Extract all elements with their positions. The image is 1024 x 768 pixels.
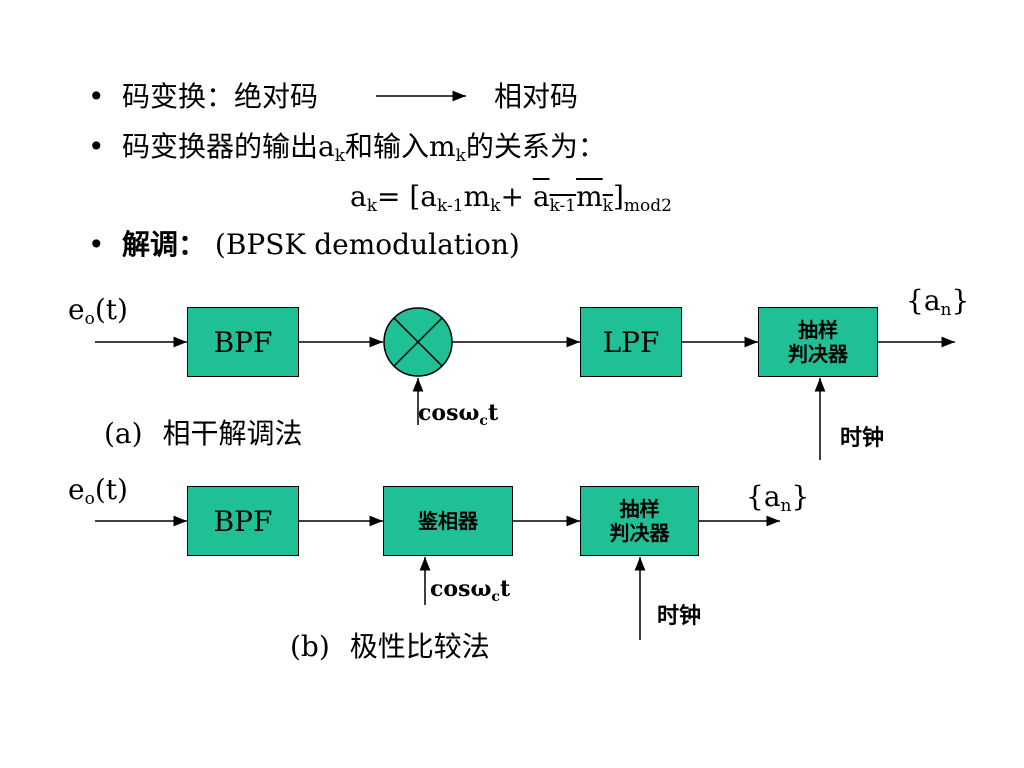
bullet-dot: • xyxy=(88,228,105,261)
a-lpf-block: LPF xyxy=(580,307,682,377)
bullet-relation: •码变换器的输出ak和输入mk的关系为： xyxy=(88,130,606,166)
b-bpf-block: BPF xyxy=(187,486,299,556)
a-output-label: {an} xyxy=(906,284,970,320)
bullet-dot: • xyxy=(88,130,105,163)
formula: ak= [ak-1mk+ ak-1mk]mod2 xyxy=(350,180,672,216)
a-carrier-label: cosωct xyxy=(418,400,499,429)
b-input-label: eo(t) xyxy=(68,473,128,509)
b-caption: (b)极性比较法 xyxy=(290,630,490,663)
negated-a: ak-1 xyxy=(532,180,577,216)
bullet-demodulation: •解调： (BPSK demodulation) xyxy=(88,228,520,261)
bullet-code-conversion: • 码变换：绝对码 xyxy=(88,80,318,114)
bullet-text: 码变换：绝对码 xyxy=(122,80,319,113)
negated-m: mk xyxy=(576,180,613,216)
b-phase-detector-block: 鉴相器 xyxy=(383,486,513,556)
b-output-label: {an} xyxy=(746,480,810,516)
a-sampling-decider-block: 抽样 判决器 xyxy=(758,307,878,377)
bullet-dot: • xyxy=(88,80,105,113)
relative-code-label: 相对码 xyxy=(494,80,579,113)
b-clock-label: 时钟 xyxy=(657,604,702,629)
b-carrier-label: cosωct xyxy=(430,576,511,605)
b-sampling-decider-block: 抽样 判决器 xyxy=(580,486,699,556)
a-input-label: eo(t) xyxy=(68,293,128,329)
a-bpf-block: BPF xyxy=(187,307,299,377)
a-caption: (a)相干解调法 xyxy=(104,417,303,450)
a-clock-label: 时钟 xyxy=(840,426,885,451)
